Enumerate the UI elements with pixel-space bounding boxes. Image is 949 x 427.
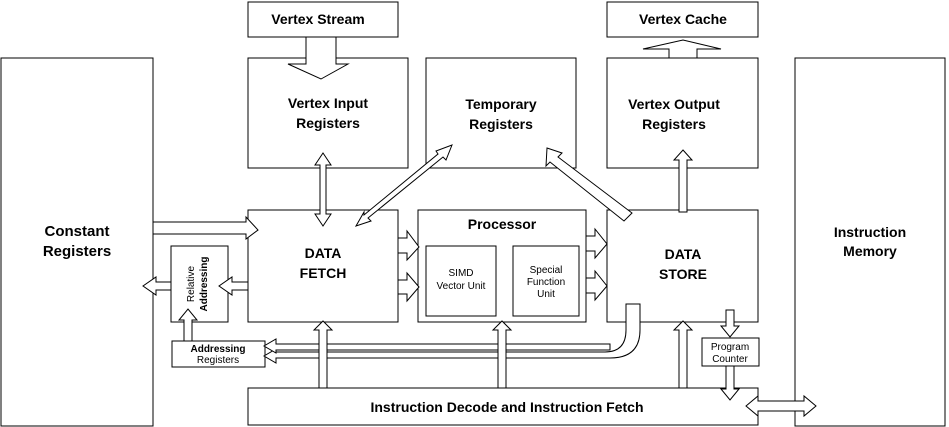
data-fetch-to-processor-arrow: [397, 229, 420, 262]
temporary-registers-data-fetch-arrow: [354, 144, 453, 227]
vertex-cache-label: Vertex Cache: [639, 11, 727, 27]
vertex-output-registers-label-line1: Vertex Output: [628, 96, 720, 112]
instruction-decode-label: Instruction Decode and Instruction Fetch: [370, 399, 643, 415]
temporary-registers-label-line2: Registers: [469, 116, 533, 132]
addressing-registers-label-line2: Registers: [197, 355, 239, 366]
input-registers-data-fetch-arrow: [314, 152, 332, 227]
relative-addressing-label-line2: Addressing: [199, 256, 210, 311]
constant-registers-label-line2: Registers: [43, 243, 111, 260]
data-store-to-program-counter-arrow: [719, 309, 741, 338]
constant-registers-to-data-fetch-arrow: [152, 215, 259, 240]
data-store-to-temporary-registers-arrow: [545, 147, 633, 222]
processor-label: Processor: [468, 216, 537, 232]
data-store-label-line1: DATA: [665, 246, 702, 262]
instruction-memory-label-line1: Instruction: [834, 224, 906, 240]
processor-to-data-store-arrow-lower: [585, 269, 608, 302]
vertex-output-registers-label-line2: Registers: [642, 116, 706, 132]
temporary-registers-box: Temporary Registers: [425, 57, 577, 169]
relative-addressing-to-constant-registers-arrow: [142, 276, 172, 296]
vertex-input-registers-label-line1: Vertex Input: [288, 95, 368, 111]
simd-vector-unit-label-line1: SIMD: [449, 268, 474, 279]
output-to-vertex-cache-arrow: [642, 39, 722, 59]
instruction-decode-box: Instruction Decode and Instruction Fetch: [247, 387, 759, 426]
data-fetch-to-relative-addressing-arrow: [218, 276, 249, 296]
instruction-memory-label-line2: Memory: [843, 243, 897, 259]
vertex-input-registers-label-line2: Registers: [296, 115, 360, 131]
simd-vector-unit-box: SIMD Vector Unit: [425, 245, 497, 317]
relative-addressing-box: Relative Addressing: [170, 245, 229, 323]
data-store-box: DATA STORE: [606, 209, 759, 323]
temporary-registers-label-line1: Temporary: [465, 96, 537, 112]
data-fetch-label-line1: DATA: [305, 245, 342, 261]
processor-to-data-store-arrow: [585, 227, 608, 260]
vertex-stream-to-input-arrow: [287, 36, 350, 80]
data-store-to-addressing-registers-arrow-lower: [263, 338, 611, 354]
data-store-label-line2: STORE: [659, 266, 707, 282]
data-fetch-label-line2: FETCH: [300, 265, 347, 281]
program-counter-label-line1: Program: [711, 342, 749, 353]
constant-registers-box: Constant Registers: [0, 57, 154, 427]
data-store-to-output-registers-arrow: [672, 149, 694, 213]
data-fetch-box: DATA FETCH: [247, 209, 399, 323]
program-counter-box: Program Counter: [701, 337, 760, 367]
decode-to-data-fetch-arrow: [312, 320, 334, 389]
decode-to-data-store-arrow: [672, 320, 694, 389]
addressing-registers-to-relative-addressing-arrow: [177, 308, 199, 342]
vertex-stream-label: Vertex Stream: [271, 11, 364, 27]
vertex-cache-box: Vertex Cache: [606, 1, 759, 38]
relative-addressing-label-line1: Relative: [186, 266, 197, 303]
addressing-registers-box: Addressing Registers: [171, 340, 266, 368]
special-function-unit-label-line3: Unit: [537, 289, 555, 300]
special-function-unit-label-line1: Special: [530, 265, 563, 276]
instruction-memory-box: Instruction Memory: [794, 57, 946, 427]
addressing-registers-label-line1: Addressing: [190, 344, 245, 355]
vertex-output-registers-box: Vertex Output Registers: [606, 57, 759, 169]
program-counter-label-line2: Counter: [712, 354, 748, 365]
instruction-memory-decode-arrow: [745, 394, 817, 418]
constant-registers-label-line1: Constant: [45, 223, 110, 240]
program-counter-down-arrow: [719, 365, 741, 401]
decode-to-processor-arrow: [491, 320, 513, 389]
simd-vector-unit-label-line2: Vector Unit: [437, 281, 486, 292]
special-function-unit-box: Special Function Unit: [512, 245, 580, 317]
data-fetch-to-processor-arrow-lower: [397, 271, 420, 303]
special-function-unit-label-line2: Function: [527, 277, 565, 288]
data-store-to-addressing-registers-arrow: [263, 303, 641, 364]
vertex-stream-box: Vertex Stream: [247, 1, 399, 38]
